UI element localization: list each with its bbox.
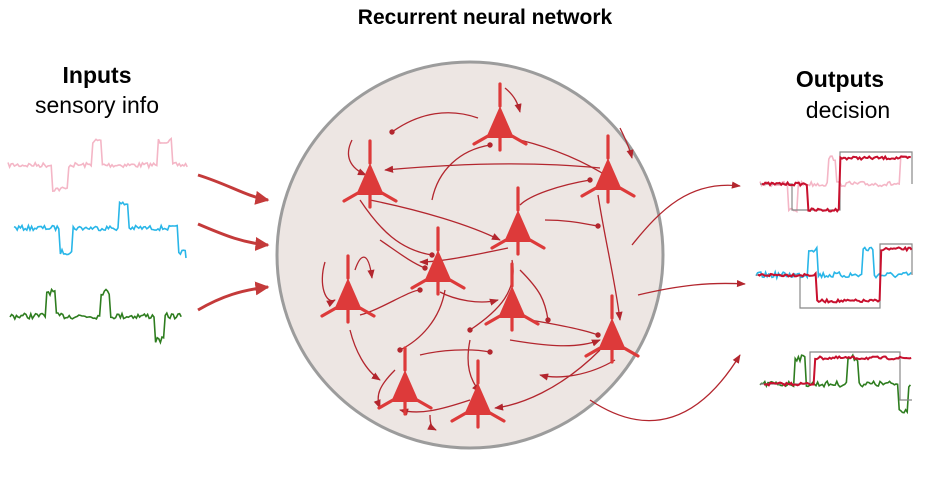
output-arrows [589, 181, 746, 422]
output-target-blue [755, 245, 912, 281]
input-trace-green [9, 287, 182, 345]
neuron-2 [342, 139, 398, 209]
connection [519, 269, 551, 323]
input-traces [7, 137, 188, 345]
network-circle [275, 60, 665, 450]
connection [359, 199, 435, 258]
connection [349, 329, 381, 381]
connection [494, 349, 601, 411]
connection [529, 319, 601, 338]
output-network-1 [761, 154, 911, 213]
output-arrow-2 [637, 279, 746, 296]
connection [427, 414, 437, 431]
connection [544, 219, 601, 229]
neuron-1 [472, 82, 528, 152]
input-trace-blue [13, 200, 187, 259]
connection [379, 239, 428, 271]
neuron-8 [584, 294, 640, 364]
connection [597, 194, 623, 321]
connection [431, 142, 493, 201]
output-arrow-3 [589, 354, 741, 422]
connection [397, 289, 446, 353]
connection [419, 349, 493, 356]
diagram-title: Recurrent neural network [358, 6, 613, 29]
outputs-subheading: decision [806, 97, 890, 123]
connection [354, 256, 375, 279]
neurons [320, 82, 640, 429]
connection [519, 177, 593, 206]
connection [539, 359, 616, 381]
output-target-pink [759, 154, 910, 213]
output-arrow-1 [631, 181, 741, 246]
neuron-4 [490, 186, 546, 256]
connection [389, 112, 479, 135]
output-traces [755, 151, 913, 415]
input-arrow-3 [197, 281, 270, 312]
inputs-heading: Inputs [63, 62, 132, 88]
connection [384, 163, 601, 173]
connection [509, 339, 601, 347]
connection [359, 287, 423, 316]
output-network-2 [757, 245, 913, 304]
input-trace-pink [7, 137, 188, 193]
neuron-6 [320, 254, 376, 324]
neuron-5 [410, 226, 466, 296]
outputs-heading: Outputs [796, 66, 884, 92]
connection [347, 139, 367, 176]
connection [504, 87, 522, 113]
connection [321, 261, 336, 308]
connection [419, 247, 509, 266]
neuron-10 [450, 359, 506, 429]
neuron-7 [484, 262, 540, 332]
input-arrow-2 [197, 222, 270, 251]
neuron-9 [377, 346, 433, 416]
input-arrows [197, 173, 270, 312]
inputs-subheading: sensory info [35, 92, 159, 118]
neuron-3 [580, 134, 636, 204]
connection [369, 199, 501, 241]
output-network-3 [764, 355, 912, 387]
input-arrow-1 [197, 173, 270, 205]
connection [373, 369, 396, 409]
connection [619, 127, 634, 159]
